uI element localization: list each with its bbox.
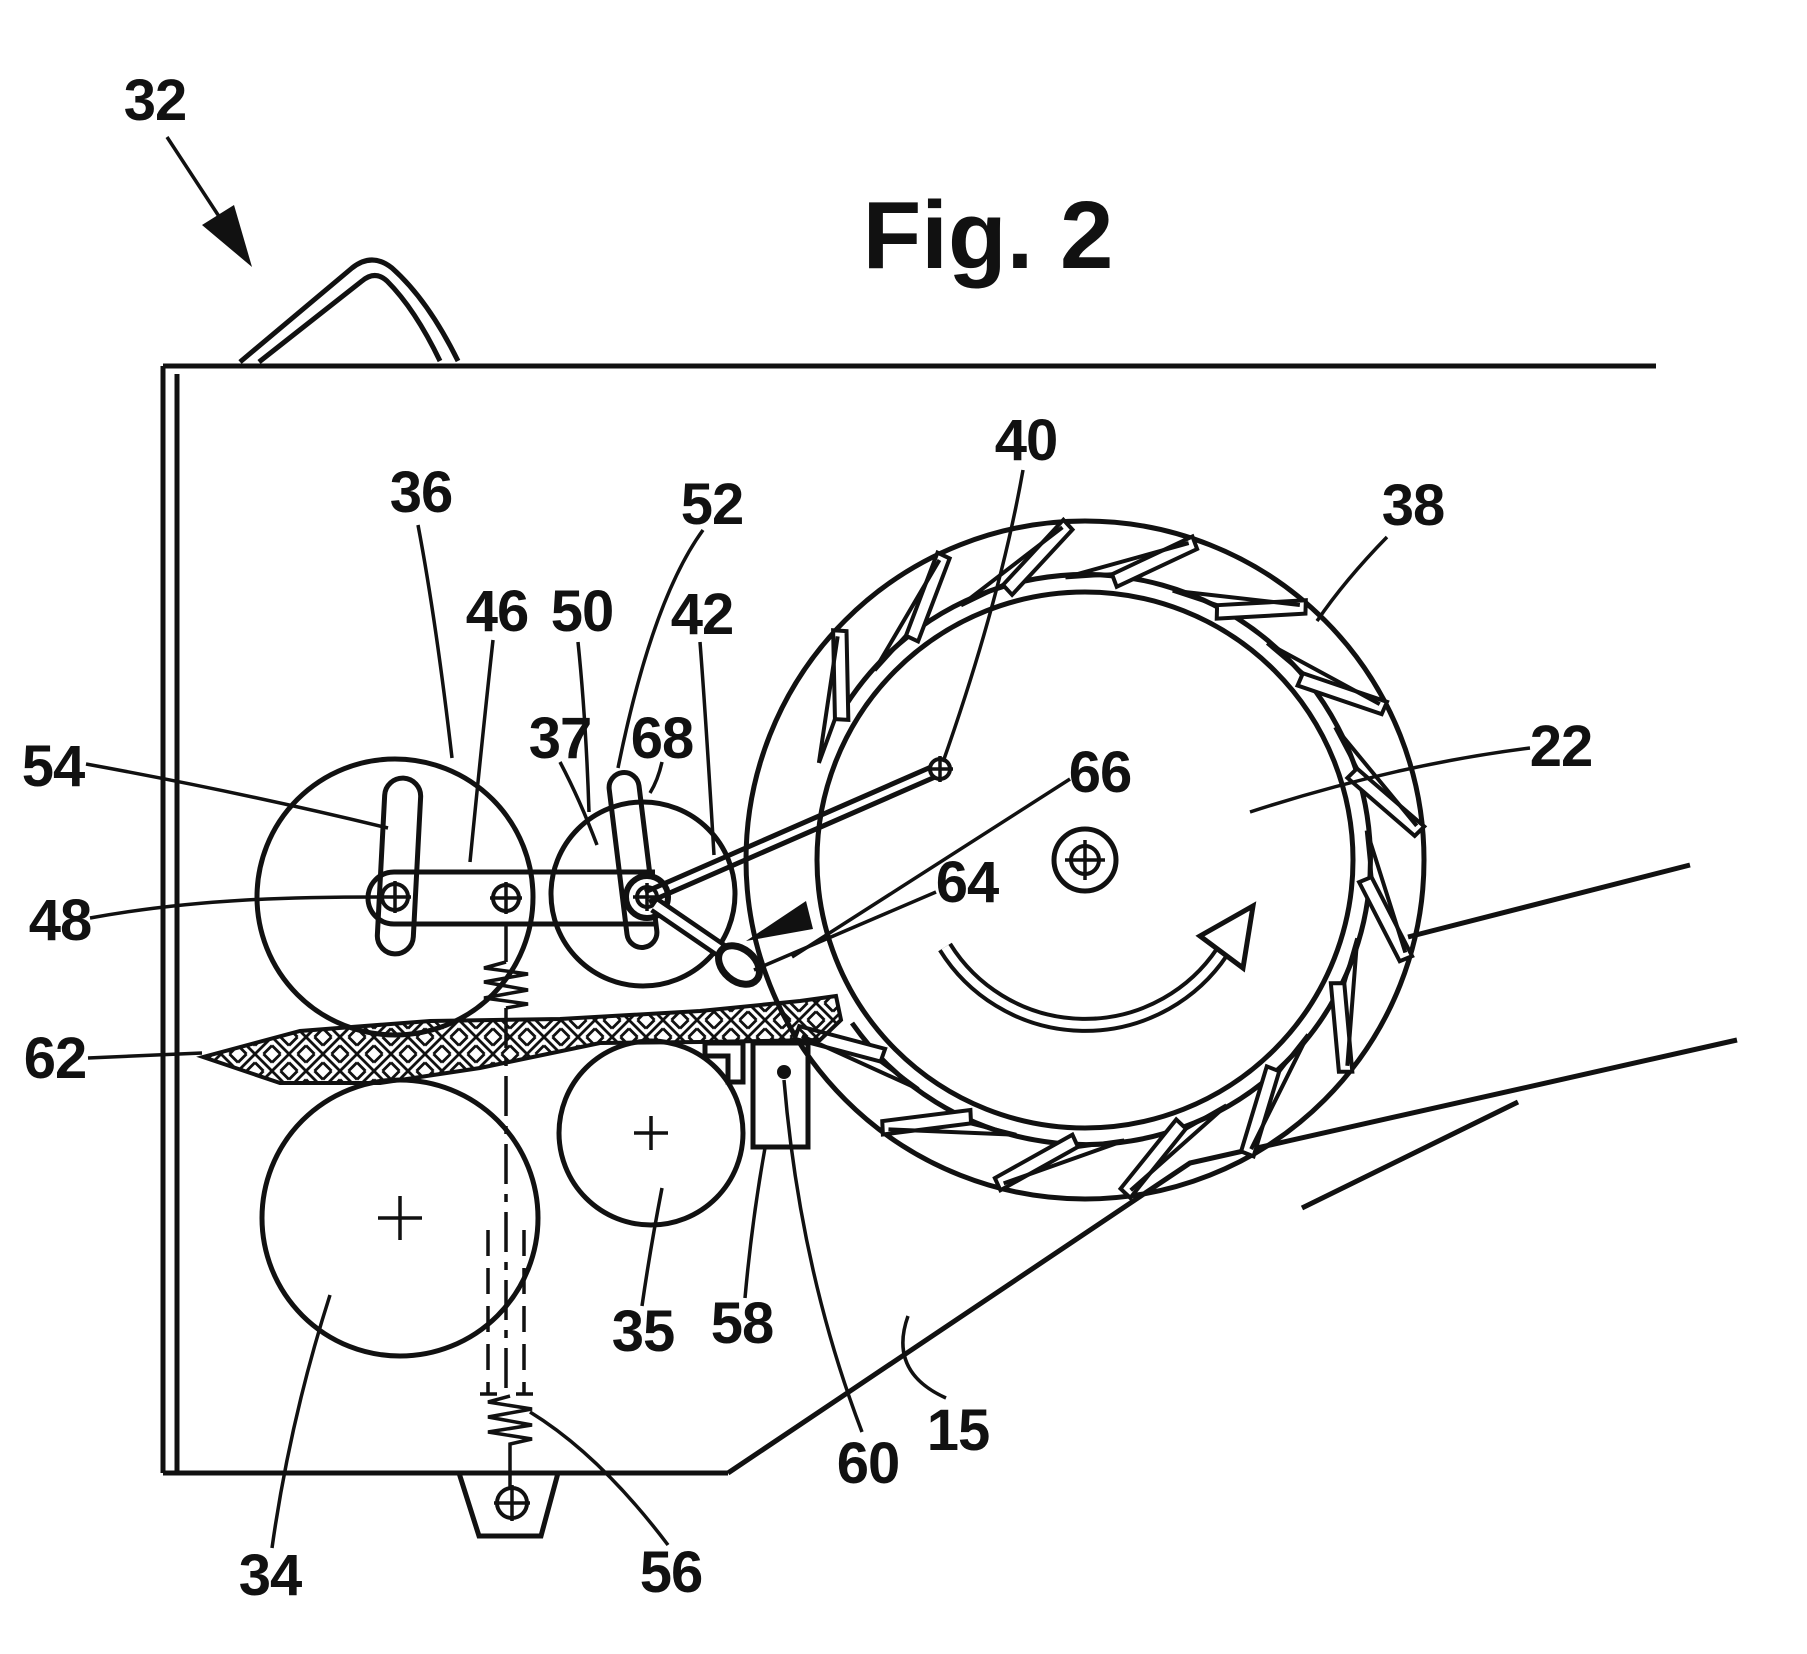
ref-label-50: 50 [551, 579, 614, 644]
leader-64 [753, 890, 937, 972]
ref-label-15: 15 [927, 1398, 990, 1463]
web-exit-lower-line [1300, 1099, 1520, 1211]
leader-34 [270, 1294, 332, 1549]
ref-label-60: 60 [837, 1431, 900, 1496]
link-42 [643, 761, 944, 905]
wheel-hub [1051, 826, 1119, 894]
pivot-link-assembly [365, 756, 953, 988]
rotation-arrowhead [1195, 901, 1257, 973]
reference-numerals: 32 36 52 40 38 46 50 42 54 37 68 66 22 4… [22, 68, 1594, 1608]
handle-32 [238, 257, 461, 364]
leader-62 [87, 1051, 203, 1060]
drum-22 [814, 589, 1356, 1131]
follower-ring-64 [715, 942, 763, 988]
ref-label-37: 37 [529, 706, 592, 771]
leader-lines [85, 136, 1531, 1549]
ref-label-66: 66 [1069, 740, 1132, 805]
ref-label-52: 52 [681, 472, 744, 537]
mount-bracket [455, 1470, 562, 1539]
ref-label-54: 54 [22, 734, 85, 799]
ref-label-42: 42 [671, 582, 734, 647]
handle-outer-edge [238, 257, 461, 364]
leader-56 [529, 1410, 670, 1547]
leader-54 [85, 762, 389, 830]
ref-label-22: 22 [1530, 714, 1593, 779]
ref-label-62: 62 [24, 1026, 87, 1091]
ref-label-34: 34 [239, 1543, 302, 1608]
spring-56 [487, 1394, 533, 1489]
ref-label-36: 36 [390, 460, 453, 525]
ref-label-32: 32 [124, 68, 187, 133]
housing-chute-15 [726, 1037, 1738, 1476]
roller-35-center-mark [634, 1116, 668, 1150]
ref-label-46: 46 [466, 579, 529, 644]
leader-60 [782, 1079, 864, 1433]
pointer-arrow-32 [165, 136, 252, 267]
leader-58 [743, 1147, 767, 1299]
web-exit-upper-line [1407, 862, 1691, 940]
nip-pointer-wedge [746, 901, 813, 941]
ref-label-56: 56 [640, 1540, 703, 1605]
guide-slot-54 [374, 775, 424, 957]
ref-label-68: 68 [631, 706, 694, 771]
spring-guide-lines [486, 1230, 526, 1394]
leader-42 [698, 641, 716, 856]
web-62 [196, 993, 844, 1085]
leader-37 [558, 761, 599, 846]
pivot-48 [379, 881, 411, 913]
stripper-plate-assembly-58 [702, 1040, 811, 1150]
ref-label-48: 48 [29, 888, 92, 953]
housing-outline [160, 363, 1738, 1539]
ref-label-64: 64 [936, 850, 999, 915]
handle-inner-edge [257, 273, 443, 364]
ref-label-35: 35 [612, 1299, 675, 1364]
stripper-plate-58 [750, 1040, 811, 1150]
roller-34-center-mark [378, 1196, 422, 1240]
leader-38 [1315, 535, 1389, 622]
leader-22 [1249, 746, 1531, 814]
bracket-anchor-pivot [494, 1485, 530, 1521]
leader-66 [791, 777, 1071, 959]
figure-title: Fig. 2 [863, 182, 1114, 289]
leader-40 [941, 469, 1025, 763]
crank-pin-40 [927, 756, 953, 782]
rotation-arrow [938, 901, 1257, 1033]
ref-label-58: 58 [711, 1291, 774, 1356]
leader-36 [416, 524, 454, 759]
ref-label-38: 38 [1382, 473, 1445, 538]
upper-bias-spring [483, 960, 529, 1010]
plate-pin-58 [777, 1065, 791, 1079]
leader-52 [616, 528, 705, 769]
stripper-hook [702, 1040, 746, 1085]
follower-link-64-inner [652, 901, 728, 957]
leader-35 [640, 1187, 664, 1307]
link-middle-pivot [490, 882, 522, 914]
leader-48 [89, 895, 381, 920]
leader-50 [576, 641, 591, 813]
arrowhead-32 [202, 205, 252, 267]
leader-15 [901, 1315, 947, 1400]
toothed-wheel-38 [743, 516, 1429, 1202]
guide-slot-68 [606, 770, 660, 950]
leader-46 [468, 639, 495, 863]
ref-label-40: 40 [995, 408, 1058, 473]
spring-axis-assembly [480, 924, 533, 1489]
leader-68 [648, 761, 664, 794]
